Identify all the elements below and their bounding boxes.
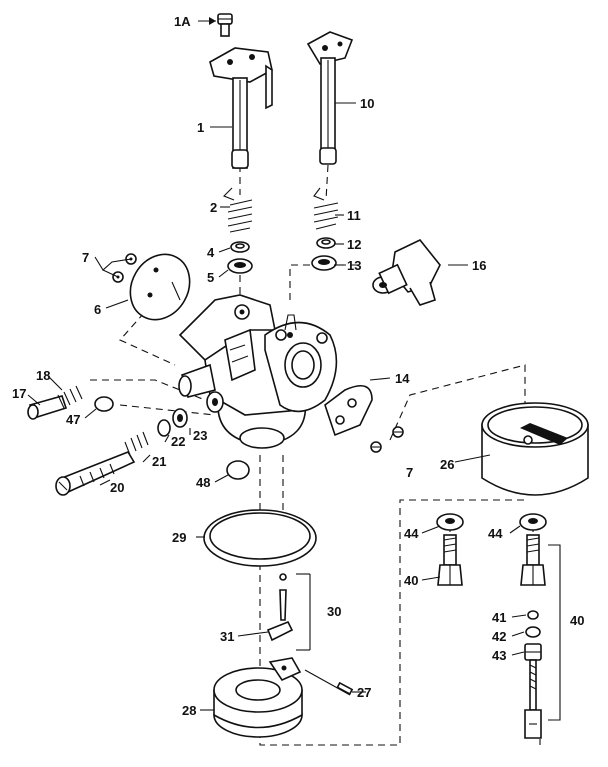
spring-11 — [313, 187, 339, 230]
alignment-lines — [90, 55, 541, 746]
callout-20: 20 — [110, 480, 124, 495]
callout-7-bottom: 7 — [406, 465, 413, 480]
clip-31 — [266, 620, 294, 642]
seal-41 — [527, 610, 539, 620]
callout-14: 14 — [395, 371, 410, 386]
callout-5: 5 — [207, 270, 214, 285]
seal-5 — [227, 258, 253, 274]
throttle-shaft-1 — [209, 47, 273, 169]
callout-6: 6 — [94, 302, 101, 317]
callout-42: 42 — [492, 629, 506, 644]
seal-4 — [230, 241, 250, 253]
carburetor-body — [178, 294, 338, 449]
gasket-29 — [203, 509, 317, 567]
callout-12: 12 — [347, 237, 361, 252]
fitting-16 — [372, 239, 441, 306]
bracket-screws — [370, 426, 404, 453]
callout-21: 21 — [152, 454, 166, 469]
bowl-nut-40-left — [437, 534, 463, 586]
callout-31: 31 — [220, 629, 234, 644]
seal-13 — [311, 255, 337, 271]
float-28 — [213, 657, 303, 738]
callout-28: 28 — [182, 703, 196, 718]
callout-2: 2 — [210, 200, 217, 215]
callout-labels: 1A 1 2 4 5 6 7 7 10 11 12 13 14 16 17 18… — [12, 14, 584, 718]
throttle-plate-6 — [129, 253, 191, 321]
spring-18 — [57, 385, 83, 409]
callout-48: 48 — [196, 475, 210, 490]
callout-40-left: 40 — [404, 573, 418, 588]
callout-22: 22 — [171, 434, 185, 449]
callout-1: 1 — [197, 120, 204, 135]
callout-7-top: 7 — [82, 250, 89, 265]
pin-27 — [304, 669, 354, 696]
callout-47: 47 — [66, 412, 80, 427]
leader-lines — [27, 20, 561, 721]
needle-valve-30 — [279, 573, 311, 651]
spring-43 — [524, 643, 542, 661]
main-adjusting-needle — [524, 659, 542, 739]
bowl-nut-40-right — [520, 534, 546, 586]
plug-47 — [94, 396, 114, 412]
float-bowl-26 — [481, 402, 589, 496]
callout-18: 18 — [36, 368, 50, 383]
washer-44-right — [519, 513, 547, 531]
callout-41: 41 — [492, 610, 506, 625]
callout-13: 13 — [347, 258, 361, 273]
callout-16: 16 — [472, 258, 486, 273]
callout-44-left: 44 — [404, 526, 419, 541]
choke-shaft-10 — [306, 31, 354, 165]
seal-12 — [316, 237, 336, 249]
screw-1a — [217, 13, 233, 37]
callout-17: 17 — [12, 386, 26, 401]
callout-43: 43 — [492, 648, 506, 663]
spring-2 — [223, 187, 253, 233]
callout-44-right: 44 — [488, 526, 503, 541]
callout-23: 23 — [193, 428, 207, 443]
washer-42 — [525, 626, 541, 638]
callout-29: 29 — [172, 530, 186, 545]
arrow-icon — [209, 17, 216, 25]
washer-44-left — [436, 513, 464, 531]
callout-1a: 1A — [174, 14, 191, 29]
callout-27: 27 — [357, 685, 371, 700]
callout-26: 26 — [440, 457, 454, 472]
bracket-14 — [324, 384, 373, 437]
callout-30: 30 — [327, 604, 341, 619]
seal-22 — [157, 419, 171, 437]
callout-4: 4 — [207, 245, 215, 260]
callout-10: 10 — [360, 96, 374, 111]
spring-21 — [124, 431, 149, 456]
seal-23 — [172, 408, 188, 428]
screw-20 — [55, 451, 136, 496]
callout-40-right: 40 — [570, 613, 584, 628]
callout-11: 11 — [347, 208, 361, 223]
plug-48 — [226, 460, 250, 480]
screw-17 — [27, 395, 68, 420]
